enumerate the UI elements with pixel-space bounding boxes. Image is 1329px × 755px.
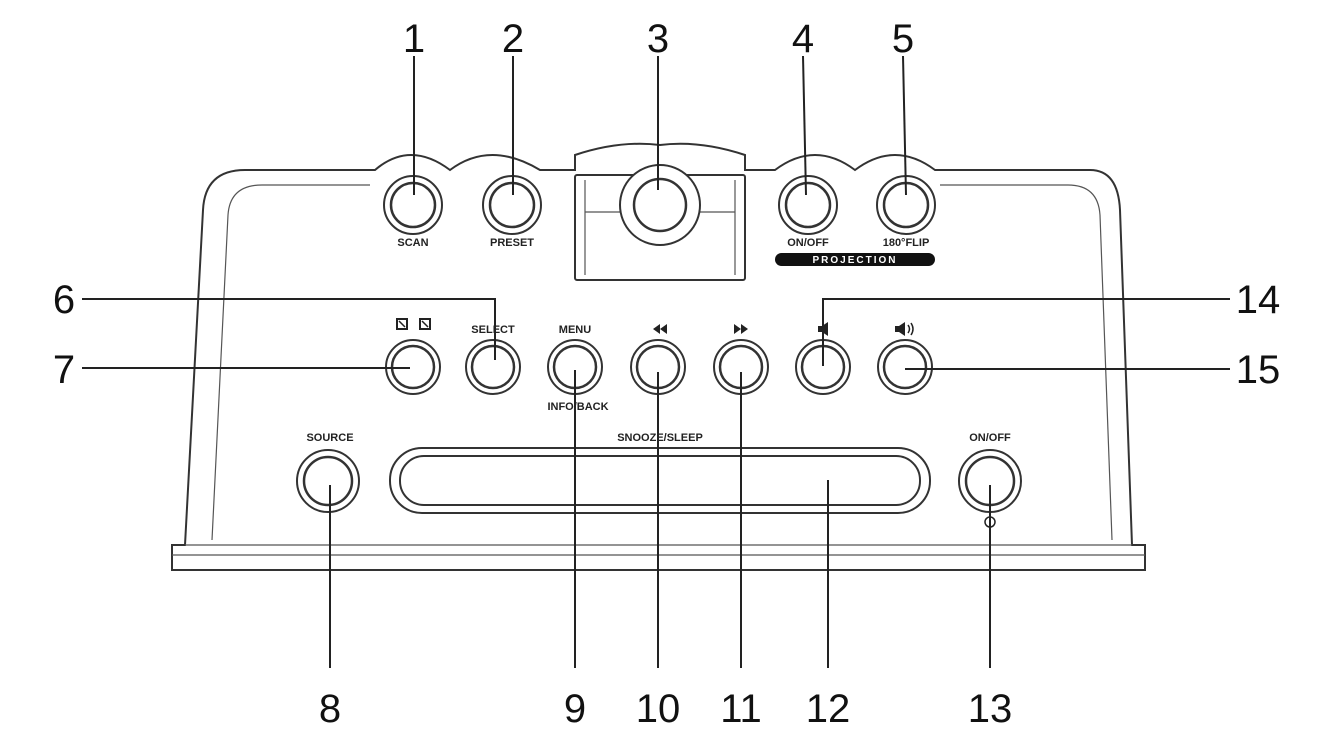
volume-up-button[interactable] (877, 339, 933, 395)
projection-on-off-label: ON/OFF (787, 237, 829, 249)
callout-14: 14 (1236, 278, 1281, 322)
preset-label: PRESET (490, 237, 534, 249)
info-back-label: INFO/BACK (547, 401, 608, 413)
alarm-icon (396, 318, 431, 330)
callout-6: 6 (53, 278, 75, 322)
rewind-icon (653, 324, 667, 334)
power-on-off-button[interactable] (958, 449, 1022, 513)
flip-label: 180°FLIP (883, 237, 930, 249)
volume-up-icon (895, 322, 914, 336)
snooze-sleep-bar[interactable] (389, 447, 931, 514)
callout-11: 11 (720, 687, 762, 731)
leader-lines (82, 55, 1230, 668)
callout-15: 15 (1236, 348, 1281, 392)
callout-9: 9 (564, 687, 586, 731)
callout-4: 4 (792, 17, 814, 61)
projector-lens-icon (619, 164, 701, 246)
callout-7: 7 (53, 348, 75, 392)
menu-label: MENU (559, 324, 591, 336)
scan-label: SCAN (397, 237, 428, 249)
snooze-sleep-label: SNOOZE/SLEEP (617, 432, 703, 444)
projection-banner: PROJECTION (775, 253, 935, 266)
select-button[interactable] (465, 339, 521, 395)
projection-banner-text: PROJECTION (812, 255, 897, 266)
preset-button[interactable] (482, 175, 542, 235)
callout-10: 10 (636, 687, 681, 731)
source-label: SOURCE (306, 432, 353, 444)
callout-numbers: 1 2 3 4 5 6 7 8 9 10 11 12 13 14 15 (53, 17, 1280, 731)
callout-5: 5 (892, 17, 914, 61)
callout-3: 3 (647, 17, 669, 61)
source-button[interactable] (296, 449, 360, 513)
callout-1: 1 (403, 17, 425, 61)
callout-13: 13 (968, 687, 1013, 731)
callout-8: 8 (319, 687, 341, 731)
projection-on-off-button[interactable] (778, 175, 838, 235)
callout-2: 2 (502, 17, 524, 61)
power-on-off-label: ON/OFF (969, 432, 1011, 444)
select-label: SELECT (471, 324, 515, 336)
callout-12: 12 (806, 687, 851, 731)
fast-forward-icon (734, 324, 748, 334)
